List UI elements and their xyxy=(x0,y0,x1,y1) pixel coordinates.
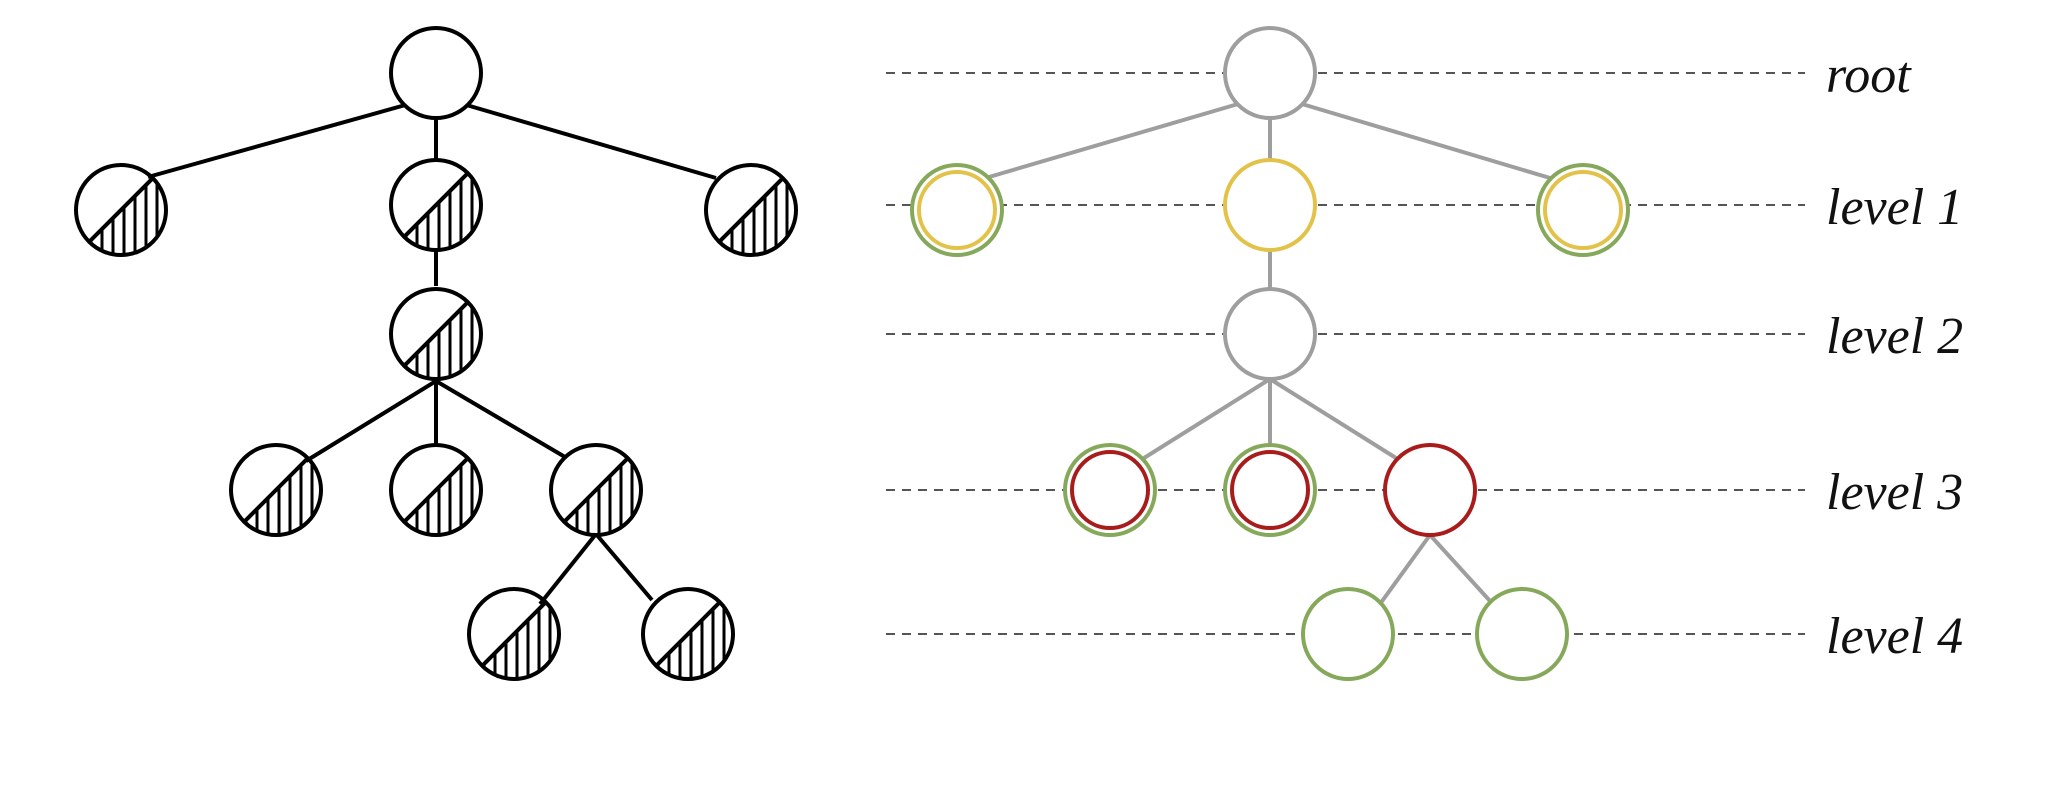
label-level2: level 2 xyxy=(1826,308,1963,365)
edge xyxy=(1428,533,1492,603)
level4-node-green xyxy=(1301,587,1395,681)
edge xyxy=(147,102,410,179)
root-node-gray xyxy=(1223,26,1317,120)
edge xyxy=(988,102,1239,179)
level3-node-red-green xyxy=(1063,443,1157,537)
edge xyxy=(1301,102,1551,180)
edge xyxy=(594,532,654,602)
hatched-node xyxy=(704,163,798,257)
right-tree-edges xyxy=(988,102,1551,606)
hatched-node xyxy=(229,443,323,537)
edge xyxy=(538,532,598,606)
label-level1: level 1 xyxy=(1826,179,1963,236)
level3-node-red xyxy=(1383,443,1477,537)
left-tree-edges xyxy=(147,102,717,606)
edge xyxy=(434,379,567,459)
label-level4: level 4 xyxy=(1826,608,1963,665)
hatched-node xyxy=(549,443,643,537)
right-tree: root level 1 level 2 level 3 level 4 xyxy=(886,26,1963,681)
level2-node-gray xyxy=(1223,287,1317,381)
hatched-node xyxy=(389,158,483,252)
hatched-node xyxy=(641,587,735,681)
level4-node-green xyxy=(1475,587,1569,681)
edge xyxy=(1142,377,1272,460)
level3-node-red-green xyxy=(1223,443,1317,537)
label-level3: level 3 xyxy=(1826,464,1963,521)
left-tree xyxy=(74,26,798,681)
level1-node-yellow xyxy=(1223,158,1317,252)
hatched-node xyxy=(467,587,561,681)
hatched-node xyxy=(389,287,483,381)
edge xyxy=(304,379,438,463)
level1-node-yellow-green xyxy=(1536,163,1630,257)
label-root: root xyxy=(1826,47,1912,104)
edge xyxy=(1378,533,1432,606)
edge xyxy=(462,102,717,180)
edge xyxy=(1268,377,1398,460)
hatched-node xyxy=(74,163,168,257)
hatched-node xyxy=(389,443,483,537)
level-guides xyxy=(886,72,1805,635)
level1-node-yellow-green xyxy=(910,163,1004,257)
root-node xyxy=(389,26,483,120)
